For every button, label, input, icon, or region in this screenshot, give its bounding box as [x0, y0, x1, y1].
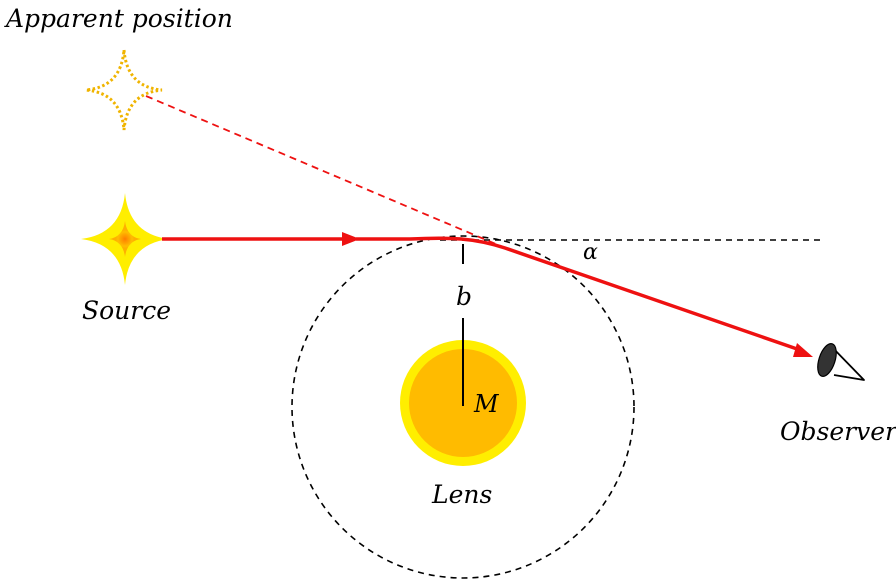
- observer-eye-icon: [817, 343, 865, 381]
- deflection-angle-label: α: [583, 240, 598, 265]
- lens-influence-circle: [291, 235, 635, 579]
- lens-label: Lens: [432, 480, 493, 509]
- apparent-ray-line: [145, 95, 511, 251]
- ray-direction-arrowhead-icon: [342, 232, 360, 246]
- impact-parameter-label: b: [456, 282, 473, 311]
- light-ray: [162, 232, 813, 357]
- source-label: Source: [82, 296, 172, 325]
- ray-end-arrowhead-icon: [793, 343, 813, 357]
- mass-label: M: [474, 390, 499, 418]
- observer-label: Observer: [780, 417, 896, 446]
- apparent-star-icon: [85, 49, 163, 131]
- source-star-icon: [81, 193, 169, 285]
- apparent-position-label: Apparent position: [6, 4, 233, 33]
